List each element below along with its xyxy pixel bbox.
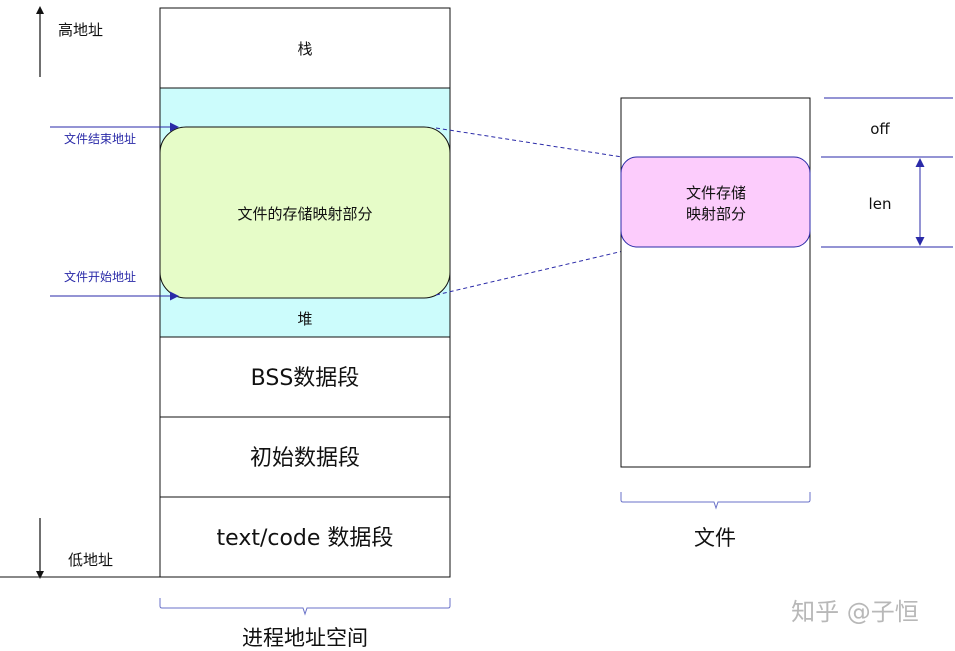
watermark: 知乎 @子恒 [791,598,919,626]
mmap-region-label: 文件的存储映射部分 [237,205,372,223]
init-data-segment [159,416,451,498]
bss-segment [159,336,451,418]
len-label: len [869,195,892,213]
bss-label: BSS数据段 [251,366,360,391]
file-end-address-label: 文件结束地址 [64,131,136,146]
off-label: off [870,120,890,138]
file-mapped-part [620,156,811,248]
file-panel: 文件存储 映射部分 off len 文件 [620,97,953,550]
file-caption: 文件 [694,526,736,550]
file-mapped-label-line1: 文件存储 [686,184,746,202]
mapping-line-bottom [435,247,637,296]
process-space-brace [159,598,451,616]
mmap-region [159,126,451,299]
file-brace [620,492,811,510]
high-address-label: 高地址 [58,21,103,39]
stack-segment [159,7,451,89]
text-code-segment [159,496,451,578]
file-box [620,97,811,468]
stack-label: 栈 [297,40,312,58]
process-space-caption: 进程地址空间 [242,626,368,650]
mapping-line-top [435,127,623,158]
low-address-label: 低地址 [68,551,113,569]
text-code-label: text/code 数据段 [217,526,394,551]
file-start-address-label: 文件开始地址 [64,269,136,284]
process-address-space: 栈 文件的存储映射部分 堆 BSS数据段 初始数据段 text/code 数据段… [0,6,451,650]
init-data-label: 初始数据段 [250,446,360,471]
heap-label: 堆 [297,310,312,328]
file-mapped-label-line2: 映射部分 [686,205,746,223]
